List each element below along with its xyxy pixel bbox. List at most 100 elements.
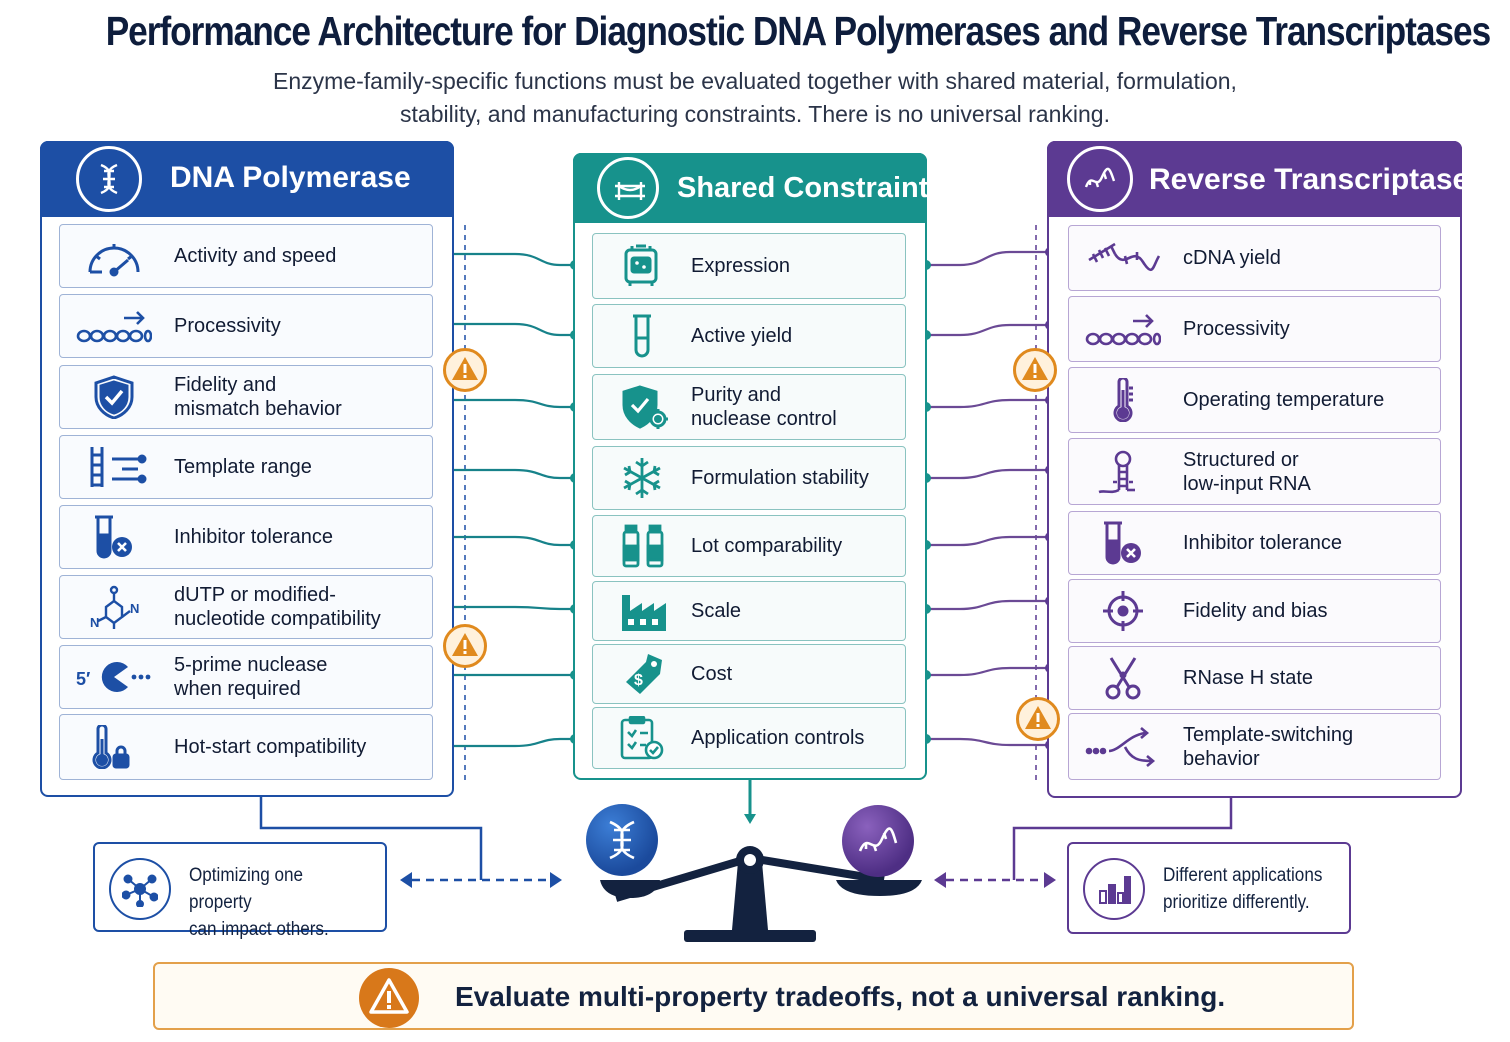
- warning-icon: [359, 968, 419, 1028]
- reverse-transcriptase-item: cDNA yield: [1068, 225, 1441, 291]
- dna-polymerase-item-label: 5-prime nuclease when required: [174, 654, 328, 700]
- bridge-icon: [597, 157, 659, 219]
- warning-icon: [443, 348, 487, 392]
- bead-chain-arrow-icon: [1085, 307, 1162, 351]
- shared-constraints-header: Shared Constraints: [573, 153, 945, 223]
- dna-polymerase-item-label: Hot-start compatibility: [174, 736, 367, 758]
- shared-constraints-item: Expression: [592, 233, 906, 299]
- test-tube-x-icon: [1085, 521, 1161, 565]
- reverse-transcriptase-item-label: Operating temperature: [1183, 389, 1385, 411]
- dna-polymerase-item-label: Fidelity and mismatch behavior: [174, 374, 342, 420]
- reverse-transcriptase-item-label: Inhibitor tolerance: [1183, 532, 1342, 554]
- shared-constraints-item-label: Scale: [691, 600, 742, 622]
- shared-constraints-item-label: Expression: [691, 255, 790, 277]
- clipboard-check-icon: [605, 715, 675, 760]
- tradeoff-note-right: Different applications prioritize differ…: [1067, 842, 1351, 934]
- switch-arrows-icon: [1085, 725, 1161, 769]
- reverse-transcriptase-item: Structured or low-input RNA: [1068, 438, 1441, 505]
- cdna-strand-icon: [1085, 236, 1161, 280]
- bar-chart-icon: [1083, 858, 1145, 920]
- reverse-transcriptase-item: Fidelity and bias: [1068, 579, 1441, 643]
- reverse-transcriptase-weight-icon: [842, 805, 914, 877]
- svg-text:N: N: [90, 615, 99, 629]
- rna-strand-icon: [1067, 146, 1133, 212]
- dna-polymerase-item: Template range: [59, 435, 433, 499]
- shared-constraints-item-label: Cost: [691, 663, 733, 685]
- reverse-transcriptase-item-label: cDNA yield: [1183, 247, 1281, 269]
- svg-text:$: $: [634, 672, 643, 689]
- shared-constraints-item: Lot comparability: [592, 515, 906, 577]
- network-nodes-icon: [109, 858, 171, 920]
- bead-chain-arrow-icon: [76, 304, 153, 348]
- subtitle-line-1: Enzyme-family-specific functions must be…: [273, 68, 1237, 94]
- vials-icon: [605, 524, 675, 568]
- dna-polymerase-header: DNA Polymerase: [40, 141, 454, 217]
- ladder-icon: [76, 445, 152, 489]
- reverse-transcriptase-header: Reverse Transcriptase: [1047, 141, 1469, 217]
- dna-polymerase-item: Inhibitor tolerance: [59, 505, 433, 569]
- reverse-transcriptase-item-label: RNase H state: [1183, 667, 1314, 689]
- dna-polymerase-item-label: Activity and speed: [174, 245, 337, 267]
- price-tag-icon: $: [605, 652, 675, 696]
- warning-icon: [1013, 348, 1057, 392]
- tradeoff-note-left-text: Optimizing one property can impact other…: [189, 865, 329, 940]
- tradeoff-note-left: Optimizing one property can impact other…: [93, 842, 387, 940]
- shared-constraints-item-label: Application controls: [691, 727, 865, 749]
- snowflake-icon: [605, 456, 675, 500]
- dna-polymerase-item: Hot-start compatibility: [59, 714, 433, 780]
- rna-hairpin-icon: [1085, 450, 1161, 494]
- svg-text:N: N: [130, 601, 139, 616]
- shared-constraints-item-label: Formulation stability: [691, 467, 869, 489]
- reverse-transcriptase-item-label: Processivity: [1183, 318, 1290, 340]
- dna-polymerase-item-label: Processivity: [174, 315, 281, 337]
- dna-polymerase-title: DNA Polymerase: [170, 161, 411, 194]
- dna-polymerase-weight-icon: [586, 804, 658, 876]
- reverse-transcriptase-title: Reverse Transcriptase: [1149, 163, 1470, 196]
- reverse-transcriptase-item: Operating temperature: [1068, 367, 1441, 433]
- test-tube-x-icon: [76, 515, 152, 559]
- subtitle-line-2: stability, and manufacturing constraints…: [400, 101, 1110, 127]
- balance-scale-icon: [600, 780, 922, 942]
- dna-polymerase-item: 5′ 5-prime nuclease when required: [59, 645, 433, 709]
- pacman-nuclease-icon: 5′: [76, 655, 152, 699]
- shield-gear-icon: [605, 385, 675, 429]
- shared-constraints-item: Purity and nuclease control: [592, 374, 906, 440]
- shared-constraints-title: Shared Constraints: [677, 172, 945, 204]
- reverse-transcriptase-item: RNase H state: [1068, 646, 1441, 710]
- scissors-icon: [1085, 656, 1161, 700]
- page-title: Performance Architecture for Diagnostic …: [105, 8, 1492, 54]
- reverse-transcriptase-item-label: Fidelity and bias: [1183, 600, 1328, 622]
- bioreactor-icon: [605, 244, 675, 288]
- thermometer-lock-icon: [76, 723, 152, 770]
- dna-helix-icon: [76, 146, 142, 212]
- shared-constraints-item-label: Active yield: [691, 325, 793, 347]
- warning-icon: [443, 624, 487, 668]
- shared-constraints-item: $ Cost: [592, 644, 906, 704]
- conclusion-text: Evaluate multi-property tradeoffs, not a…: [455, 981, 1226, 1012]
- tradeoff-note-right-text: Different applications prioritize differ…: [1163, 865, 1323, 913]
- reverse-transcriptase-item: Processivity: [1068, 296, 1441, 362]
- factory-icon: [605, 589, 675, 633]
- dna-polymerase-item: Fidelity and mismatch behavior: [59, 365, 433, 429]
- shared-constraints-item-label: Lot comparability: [691, 535, 843, 557]
- shared-constraints-item-label: Purity and nuclease control: [691, 384, 837, 430]
- conclusion-banner: Evaluate multi-property tradeoffs, not a…: [153, 962, 1354, 1030]
- shared-constraints-item: Scale: [592, 581, 906, 641]
- speedometer-icon: [76, 234, 152, 278]
- crosshair-icon: [1085, 589, 1161, 633]
- reverse-transcriptase-item-label: Template-switching behavior: [1183, 723, 1354, 770]
- shared-constraints-item: Formulation stability: [592, 446, 906, 510]
- dna-polymerase-item-label: dUTP or modified- nucleotide compatibili…: [174, 584, 381, 630]
- shared-constraints-item: Active yield: [592, 304, 906, 368]
- reverse-transcriptase-item: Template-switching behavior: [1068, 713, 1441, 780]
- dna-polymerase-item-label: Template range: [174, 456, 312, 478]
- shared-constraints-item: Application controls: [592, 707, 906, 769]
- dna-polymerase-item: Activity and speed: [59, 224, 433, 288]
- reverse-transcriptase-item-label: Structured or low-input RNA: [1183, 448, 1311, 495]
- dna-polymerase-item: Processivity: [59, 294, 433, 358]
- test-tube-icon: [605, 314, 675, 358]
